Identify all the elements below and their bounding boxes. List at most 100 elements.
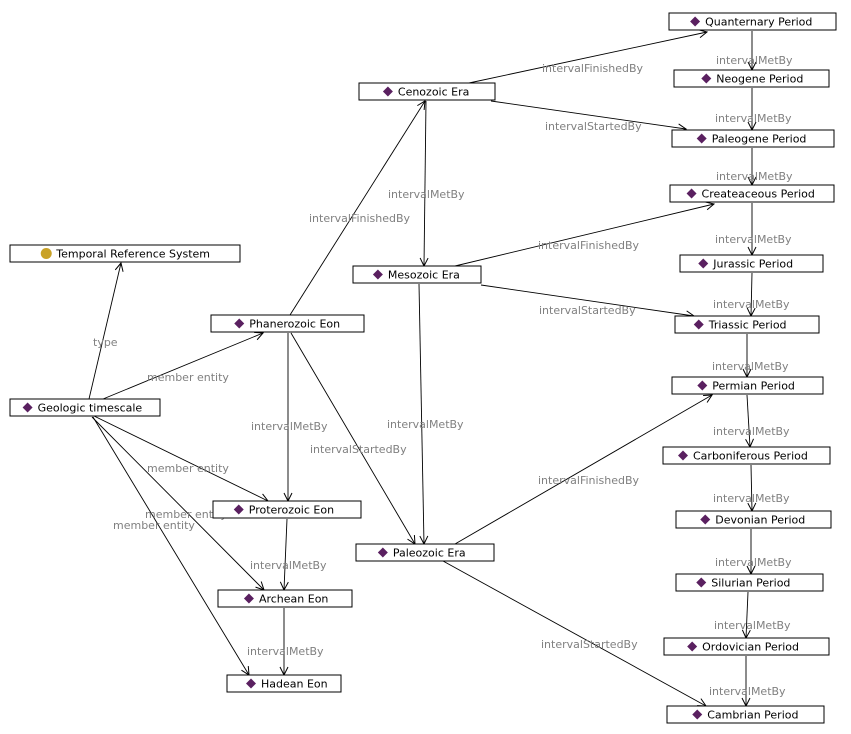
node-box[interactable]	[668, 12, 837, 31]
edge-label-intervalmetby: intervalMetBy	[715, 112, 792, 125]
edge-line	[88, 263, 121, 400]
edge-geo-member-entity-arch	[91, 416, 264, 590]
individual-diamond-icon	[246, 678, 256, 689]
edge-label-member-entity: member entity	[147, 462, 229, 475]
edge-ceno-intervalstartedby-paleog	[490, 100, 686, 129]
individual-diamond-icon	[693, 319, 704, 330]
edge-geo-member-entity-phan	[102, 333, 263, 400]
individual-diamond-icon	[243, 593, 254, 604]
individual-diamond-icon	[696, 133, 707, 144]
edge-line	[747, 394, 750, 447]
node-box[interactable]	[226, 674, 342, 693]
edge-label-intervalfinishedby: intervalFinishedBy	[538, 239, 640, 252]
node-geologic-timescale[interactable]: Geologic timescale	[9, 398, 161, 417]
individual-diamond-icon	[698, 258, 709, 269]
node-label: Hadean Eon	[261, 678, 328, 691]
edge-line	[284, 518, 287, 590]
node-label: Paleozoic Era	[393, 547, 466, 560]
individual-diamond-icon	[690, 16, 701, 27]
node-box[interactable]	[352, 265, 482, 284]
node-label: Silurian Period	[711, 577, 790, 590]
edge-line	[454, 395, 712, 545]
edge-label-intervalstartedby: intervalStartedBy	[541, 638, 638, 651]
node-carboniferous-period[interactable]: Carboniferous Period	[662, 446, 831, 465]
node-box[interactable]	[673, 69, 830, 88]
edge-label-intervalfinishedby: intervalFinishedBy	[542, 62, 644, 75]
edge-line	[418, 283, 424, 544]
node-paleogene-period[interactable]: Paleogene Period	[671, 129, 835, 148]
node-box[interactable]	[663, 637, 830, 656]
node-box[interactable]	[9, 244, 241, 263]
node-box[interactable]	[9, 398, 161, 417]
node-box[interactable]	[212, 500, 362, 519]
node-triassic-period[interactable]: Triassic Period	[674, 315, 820, 334]
edge-sil-intervalmetby-ord	[746, 591, 748, 638]
node-label: Jurassic Period	[712, 258, 793, 271]
edge-line	[751, 464, 752, 511]
node-box[interactable]	[210, 314, 365, 333]
edge-label-intervalstartedby: intervalStartedBy	[539, 304, 636, 317]
edge-label-member-entity: member entity	[147, 371, 229, 384]
node-label: Cambrian Period	[707, 709, 798, 722]
node-label: Ordovician Period	[702, 641, 799, 654]
node-label: Carboniferous Period	[693, 450, 808, 463]
individual-diamond-icon	[692, 709, 703, 720]
edge-label-intervalmetby: intervalMetBy	[387, 418, 464, 431]
node-mesozoic-era[interactable]: Mesozoic Era	[352, 265, 482, 284]
node-box[interactable]	[355, 543, 495, 562]
edge-label-intervalmetby: intervalMetBy	[715, 233, 792, 246]
node-temporal-reference-system[interactable]: Temporal Reference System	[9, 244, 241, 263]
edge-jur-intervalmetby-tri	[751, 272, 752, 316]
node-paleozoic-era[interactable]: Paleozoic Era	[355, 543, 495, 562]
node-box[interactable]	[669, 184, 835, 203]
node-hadean-eon[interactable]: Hadean Eon	[226, 674, 342, 693]
node-phanerozoic-eon[interactable]: Phanerozoic Eon	[210, 314, 365, 333]
node-archean-eon[interactable]: Archean Eon	[217, 589, 353, 608]
node-box[interactable]	[358, 82, 496, 101]
edge-perm-intervalmetby-carb	[747, 394, 750, 447]
node-label: Cenozoic Era	[398, 86, 469, 99]
node-label: Temporal Reference System	[55, 248, 210, 261]
edge-label-intervalfinishedby: intervalFinishedBy	[309, 212, 411, 225]
edge-label-intervalmetby: intervalMetBy	[247, 645, 324, 658]
edge-label-intervalstartedby: intervalStartedBy	[310, 443, 407, 456]
node-proterozoic-eon[interactable]: Proterozoic Eon	[212, 500, 362, 519]
node-devonian-period[interactable]: Devonian Period	[675, 510, 832, 529]
edge-label-type: type	[93, 336, 118, 349]
edge-label-member-entity: member entity	[113, 519, 195, 532]
node-box[interactable]	[675, 510, 832, 529]
node-ordovician-period[interactable]: Ordovician Period	[663, 637, 830, 656]
individual-diamond-icon	[700, 514, 711, 525]
node-box[interactable]	[679, 254, 824, 273]
node-silurian-period[interactable]: Silurian Period	[675, 573, 824, 592]
individual-diamond-icon	[372, 269, 383, 280]
edge-label-intervalmetby: intervalMetBy	[712, 360, 789, 373]
node-box[interactable]	[674, 315, 820, 334]
node-cenozoic-era[interactable]: Cenozoic Era	[358, 82, 496, 101]
node-cambrian-period[interactable]: Cambrian Period	[666, 705, 825, 724]
edge-line	[746, 591, 748, 638]
node-jurassic-period[interactable]: Jurassic Period	[679, 254, 824, 273]
node-box[interactable]	[671, 376, 824, 395]
node-neogene-period[interactable]: Neogene Period	[673, 69, 830, 88]
node-label: Devonian Period	[715, 514, 805, 527]
edge-line	[442, 560, 706, 706]
individual-diamond-icon	[701, 73, 712, 84]
edge-label-intervalmetby: intervalMetBy	[714, 619, 791, 632]
edge-label-intervalmetby: intervalMetBy	[716, 170, 793, 183]
edge-line	[92, 416, 249, 675]
node-label: Permian Period	[712, 380, 795, 393]
node-box[interactable]	[217, 589, 353, 608]
node-quanternary-period[interactable]: Quanternary Period	[668, 12, 837, 31]
node-box[interactable]	[675, 573, 824, 592]
edge-label-intervalstartedby: intervalStartedBy	[545, 120, 642, 133]
node-box[interactable]	[662, 446, 831, 465]
edge-prot-intervalmetby-arch	[284, 518, 287, 590]
node-permian-period[interactable]: Permian Period	[671, 376, 824, 395]
node-box[interactable]	[671, 129, 835, 148]
node-box[interactable]	[666, 705, 825, 724]
node-createaceous-period[interactable]: Createaceous Period	[669, 184, 835, 203]
individual-diamond-icon	[686, 188, 697, 199]
